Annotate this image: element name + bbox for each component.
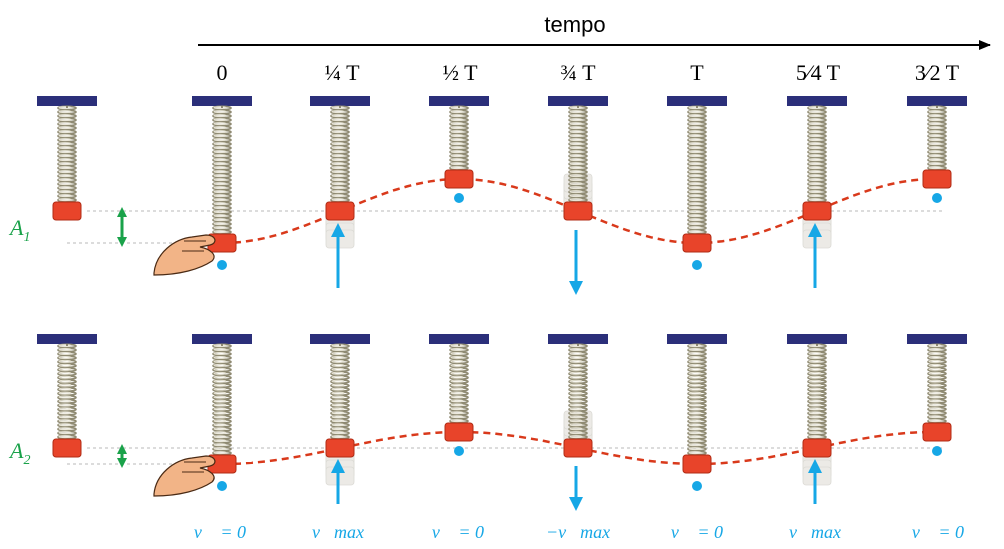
spring-1-5 <box>807 105 827 203</box>
amplitude-label-2-main: A <box>8 438 24 463</box>
mass-1-3 <box>563 201 593 221</box>
equilibrium-dot-icon-2-0 <box>217 481 227 491</box>
time-labels: 0 ¼ T ½ T ¾ T T 5⁄4 T 3⁄2 T <box>217 60 960 85</box>
spring-2-1 <box>330 343 350 440</box>
mass-1-6 <box>922 169 952 189</box>
spring-2-4 <box>687 343 707 456</box>
mass-2-1 <box>325 438 355 458</box>
velocity-label-6: v⃗ = 0 <box>912 522 964 542</box>
mass-ref-1 <box>52 201 82 221</box>
hand-icon-1 <box>153 234 216 276</box>
time-label-4: T <box>690 60 704 85</box>
spring-2-6 <box>927 343 947 424</box>
velocity-label-3: −v⃗max <box>546 522 610 542</box>
ceiling-2-4 <box>667 334 727 344</box>
spring-1-4 <box>687 105 707 235</box>
mass-1-1 <box>325 201 355 221</box>
ceiling-ref-1 <box>37 96 97 106</box>
amplitude-label-2: A2 <box>8 438 30 468</box>
spring-2-5 <box>807 343 827 440</box>
mass-2-3 <box>563 438 593 458</box>
amplitude-label-1-main: A <box>8 215 24 240</box>
spring-2-0 <box>212 343 232 456</box>
time-label-0: 0 <box>217 60 228 85</box>
ceiling-2-0 <box>192 334 252 344</box>
equilibrium-dot-icon-2-2 <box>454 446 464 456</box>
spring-1-2 <box>449 105 469 171</box>
amplitude-label-1-sub: 1 <box>23 230 30 245</box>
ceiling-2-6 <box>907 334 967 344</box>
mass-1-2 <box>444 169 474 189</box>
row-1 <box>37 96 967 295</box>
amplitude-label-2-sub: 2 <box>23 453 30 468</box>
ceiling-1-3 <box>548 96 608 106</box>
velocity-label-2: v⃗ = 0 <box>432 522 484 542</box>
spring-ref-2 <box>57 343 77 440</box>
mass-2-5 <box>802 438 832 458</box>
equilibrium-dot-icon-1-0 <box>217 260 227 270</box>
time-label-3: ¾ T <box>560 60 596 85</box>
hand-icon-2 <box>153 455 216 497</box>
ceiling-1-0 <box>192 96 252 106</box>
spring-2-3 <box>568 343 588 440</box>
time-label-2: ½ T <box>442 60 478 85</box>
time-label-5: 5⁄4 T <box>796 60 841 85</box>
spring-2-2 <box>449 343 469 424</box>
mass-2-2 <box>444 422 474 442</box>
ceiling-2-1 <box>310 334 370 344</box>
equilibrium-dot-icon-2-6 <box>932 446 942 456</box>
velocity-label-5: v⃗max <box>789 522 841 542</box>
velocity-labels: v⃗ = 0 v⃗max v⃗ = 0 −v⃗max v⃗ = 0 v⃗max … <box>194 522 964 542</box>
ceiling-1-6 <box>907 96 967 106</box>
time-label-6: 3⁄2 T <box>915 60 960 85</box>
ceiling-1-5 <box>787 96 847 106</box>
mass-1-5 <box>802 201 832 221</box>
velocity-label-0: v⃗ = 0 <box>194 522 246 542</box>
ceiling-1-4 <box>667 96 727 106</box>
ceiling-1-1 <box>310 96 370 106</box>
ceiling-1-2 <box>429 96 489 106</box>
ceiling-2-3 <box>548 334 608 344</box>
time-axis-label: tempo <box>544 12 605 37</box>
equilibrium-dot-icon-1-4 <box>692 260 702 270</box>
row-2 <box>37 334 967 511</box>
mass-1-4 <box>682 233 712 253</box>
spring-1-1 <box>330 105 350 203</box>
spring-1-6 <box>927 105 947 171</box>
spring-1-3 <box>568 105 588 203</box>
ceiling-2-5 <box>787 334 847 344</box>
ceiling-ref-2 <box>37 334 97 344</box>
equilibrium-dot-icon-2-4 <box>692 481 702 491</box>
ceiling-2-2 <box>429 334 489 344</box>
time-label-1: ¼ T <box>324 60 360 85</box>
spring-1-0 <box>212 105 232 235</box>
amplitude-label-1: A1 <box>8 215 30 245</box>
equilibrium-dot-icon-1-2 <box>454 193 464 203</box>
mass-ref-2 <box>52 438 82 458</box>
spring-ref-1 <box>57 105 77 203</box>
mass-2-4 <box>682 454 712 474</box>
equilibrium-dot-icon-1-6 <box>932 193 942 203</box>
mass-2-6 <box>922 422 952 442</box>
velocity-label-4: v⃗ = 0 <box>671 522 723 542</box>
velocity-label-1: v⃗max <box>312 522 364 542</box>
